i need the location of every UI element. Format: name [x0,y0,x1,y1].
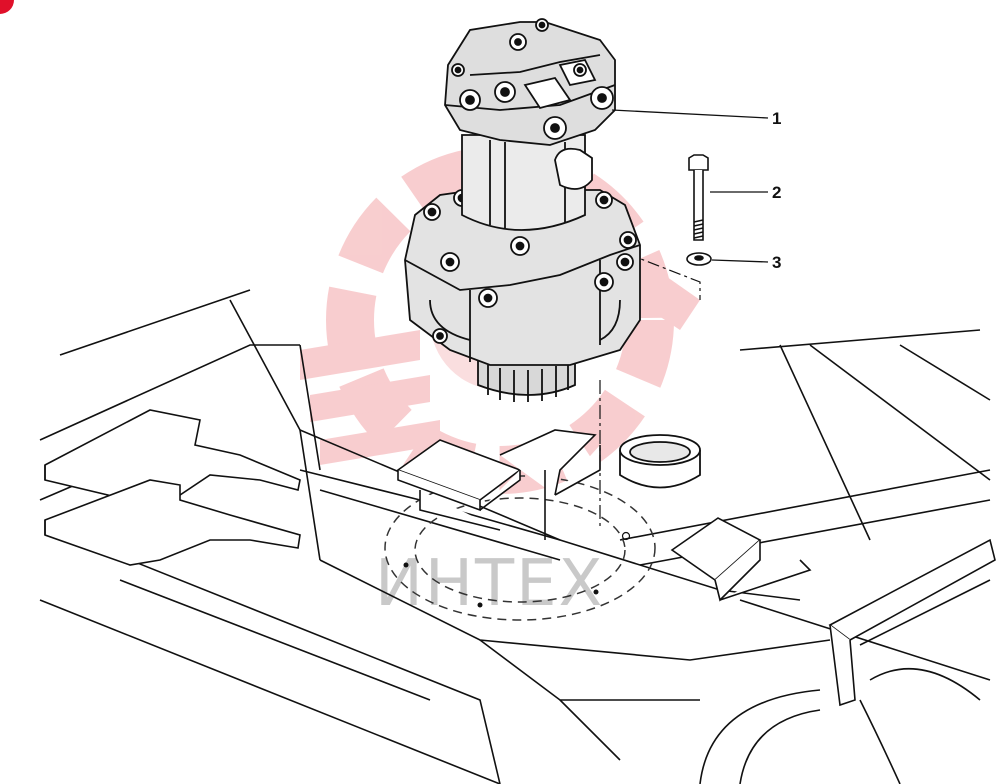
washer [686,252,712,266]
flange-bolts [423,189,637,344]
ring-bolt-marks [403,531,631,608]
callout-1: 1 [772,109,781,128]
base-frame [39,289,991,784]
hex-bolt [688,154,709,241]
motor-body [461,134,593,231]
pinion-gear [477,359,576,402]
swing-motor-assembly [404,18,641,402]
bottom-right-housing [699,689,821,784]
center-bracket [396,429,601,540]
left-bracket [44,409,301,566]
leader-lines [611,109,769,263]
head-bolts [451,18,614,140]
sleeve-ring [619,434,701,489]
callout-3: 3 [772,253,781,272]
watermark-text: ИНТЕХ [375,547,604,621]
callout-2: 2 [772,183,781,202]
right-cross-member [828,538,996,784]
gear-housing [404,189,641,366]
small-plate [670,517,812,602]
motor-head-valve-block [444,21,616,146]
